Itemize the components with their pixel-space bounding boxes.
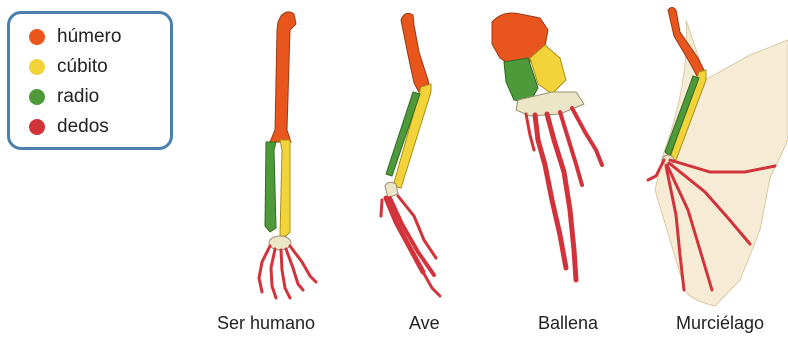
human-fingers [259,246,316,298]
human-carpals [269,236,291,250]
bird-wing [381,13,440,296]
bird-humerus [401,13,430,94]
bat-wing [648,8,788,307]
human-humerus [270,12,296,142]
caption-human: Ser humano [217,313,315,334]
caption-bat: Murciélago [676,313,764,334]
human-arm [259,12,316,298]
whale-digits [526,108,602,280]
whale-flipper [492,13,602,280]
human-radius [265,142,276,232]
caption-whale: Ballena [538,313,598,334]
bird-digits [381,196,440,296]
bird-carpals [385,182,398,198]
caption-bird: Ave [409,313,440,334]
human-ulna [280,140,290,236]
